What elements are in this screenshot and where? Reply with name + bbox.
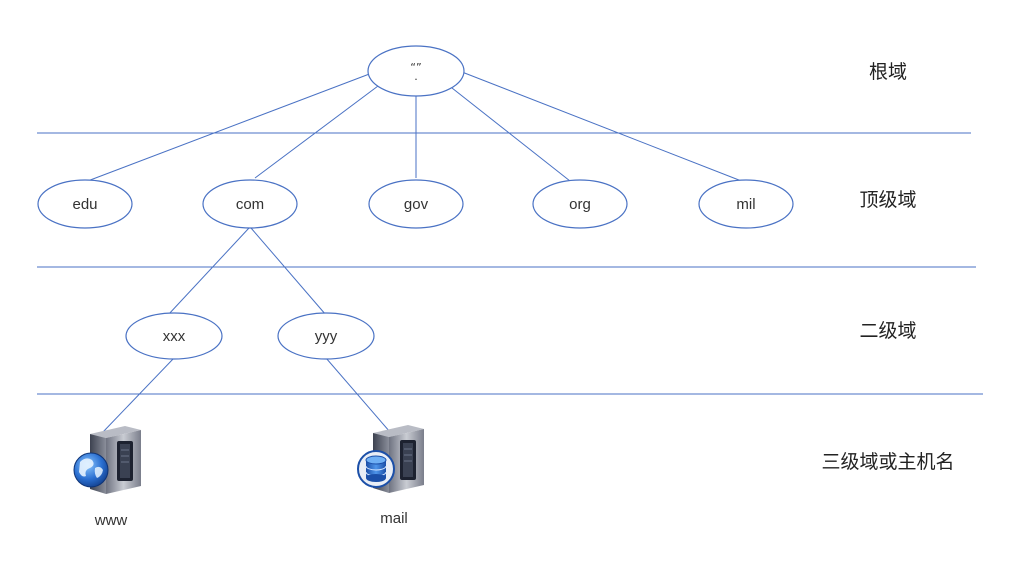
- tld-label-com: com: [236, 196, 264, 213]
- edge-xxx-www: [102, 357, 175, 433]
- tld-node-gov: gov: [368, 179, 464, 229]
- root-node-dot: .: [414, 70, 418, 83]
- level-label-second: 二级域: [859, 320, 916, 342]
- edge-com-yyy: [250, 227, 327, 316]
- edge-yyy-mail: [325, 357, 391, 433]
- sld-label-xxx: xxx: [163, 328, 186, 345]
- web-server-icon: [73, 426, 141, 494]
- tld-node-com: com: [202, 179, 298, 229]
- tld-label-edu: edu: [72, 196, 97, 213]
- edge-root-org: [451, 87, 571, 182]
- tld-label-gov: gov: [404, 196, 429, 213]
- tld-node-edu: edu: [37, 179, 133, 229]
- tld-node-org: org: [532, 179, 628, 229]
- sld-node-xxx: xxx: [125, 312, 223, 360]
- edge-com-xxx: [167, 227, 250, 316]
- root-node-quotes: “”: [410, 61, 421, 74]
- root-node: “” .: [367, 45, 465, 97]
- sld-label-yyy: yyy: [315, 328, 338, 345]
- edge-root-edu: [84, 72, 373, 183]
- tld-node-mil: mil: [698, 179, 794, 229]
- host-label-mail: mail: [380, 510, 408, 527]
- level-label-third: 三级域或主机名: [821, 451, 954, 473]
- sld-node-yyy: yyy: [277, 312, 375, 360]
- edge-root-mil: [461, 71, 745, 183]
- tld-label-mil: mil: [736, 196, 755, 213]
- host-label-www: www: [94, 512, 128, 529]
- mail-server-icon: [357, 425, 424, 493]
- tld-label-org: org: [569, 196, 591, 213]
- edge-root-com: [254, 85, 379, 179]
- level-label-top: 顶级域: [859, 189, 916, 211]
- level-label-root: 根域: [869, 61, 907, 83]
